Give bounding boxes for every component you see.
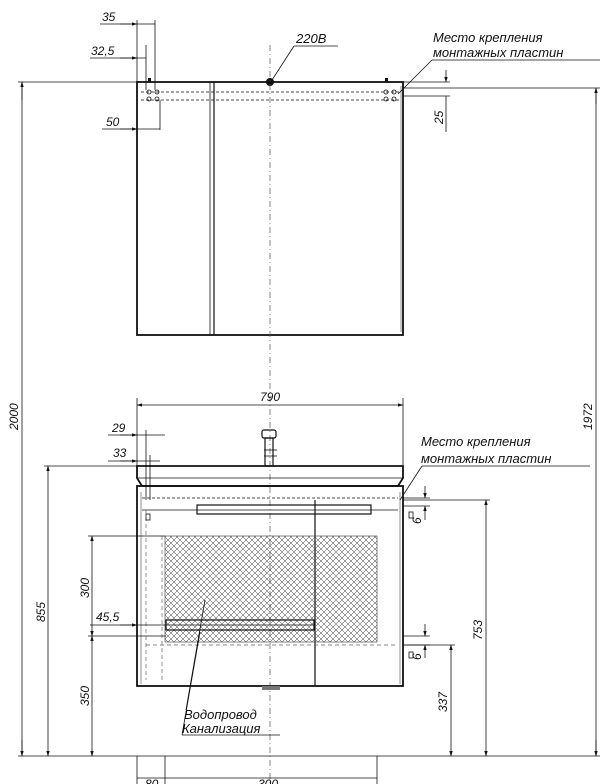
water-label: Водопровод <box>184 707 257 722</box>
dim-337: 337 <box>403 644 455 757</box>
dim-790: 790 <box>136 390 404 470</box>
dim-25: 25 <box>403 70 450 132</box>
mount-top-line2: монтажных пластин <box>433 45 563 60</box>
dim-6-top: 6 <box>403 486 430 524</box>
dim-35: 35 <box>100 10 156 90</box>
power-callout: 220В <box>271 31 338 81</box>
dim-337-label: 337 <box>436 691 450 712</box>
sewer-label: Канализация <box>182 721 260 736</box>
dim-50: 50 <box>102 100 161 131</box>
dim-29-label: 29 <box>111 421 126 435</box>
dim-35-label: 35 <box>102 10 116 24</box>
access-zone-hatch <box>164 535 378 643</box>
mount-callout-bottom: Место крепления монтажных пластин <box>399 434 590 501</box>
dim-50-label: 50 <box>106 115 120 129</box>
dim-6-top-label: 6 <box>410 517 424 524</box>
dim-1972-label: 1972 <box>581 403 595 430</box>
dim-2000: 2000 <box>7 81 137 757</box>
mount-bottom-line1: Место крепления <box>421 434 531 449</box>
dim-350: 350 <box>78 635 166 757</box>
dim-29: 29 <box>108 421 165 500</box>
power-label: 220В <box>295 31 327 46</box>
dim-350-label: 350 <box>78 686 92 706</box>
dim-855-label: 855 <box>34 602 48 622</box>
dim-790-label: 790 <box>260 390 280 404</box>
faucet <box>261 429 277 467</box>
dim-300: 300 <box>78 535 165 637</box>
dim-753: 753 <box>403 499 490 757</box>
dim-32-5: 32,5 <box>90 44 147 90</box>
dim-80-partial-label: 80 <box>145 777 159 784</box>
dim-bottom-partial: 80 300 <box>136 756 378 784</box>
dim-32-5-label: 32,5 <box>91 44 115 58</box>
dim-300-partial-label: 300 <box>258 777 278 784</box>
dim-6-bottom-label: 6 <box>410 653 424 660</box>
dim-1972: 1972 <box>403 87 600 757</box>
dim-753-label: 753 <box>471 620 485 640</box>
dim-300-label: 300 <box>78 578 92 598</box>
mount-bottom-line2: монтажных пластин <box>421 451 551 466</box>
mount-callout-top: Место крепления монтажных пластин <box>397 30 600 95</box>
mount-points-top <box>146 78 397 102</box>
dim-6-bottom: 6 <box>403 624 430 660</box>
dim-45-5-label: 45,5 <box>96 610 120 624</box>
pipes-callout: Водопровод Канализация <box>181 599 280 736</box>
dim-855: 855 <box>34 465 137 757</box>
dim-25-label: 25 <box>432 110 446 125</box>
dim-33: 33 <box>108 446 160 500</box>
dim-2000-label: 2000 <box>7 403 21 431</box>
mount-top-line1: Место крепления <box>433 30 543 45</box>
vanity-cabinet <box>136 429 414 690</box>
dim-45-5: 45,5 <box>90 610 166 627</box>
dim-33-label: 33 <box>113 446 127 460</box>
